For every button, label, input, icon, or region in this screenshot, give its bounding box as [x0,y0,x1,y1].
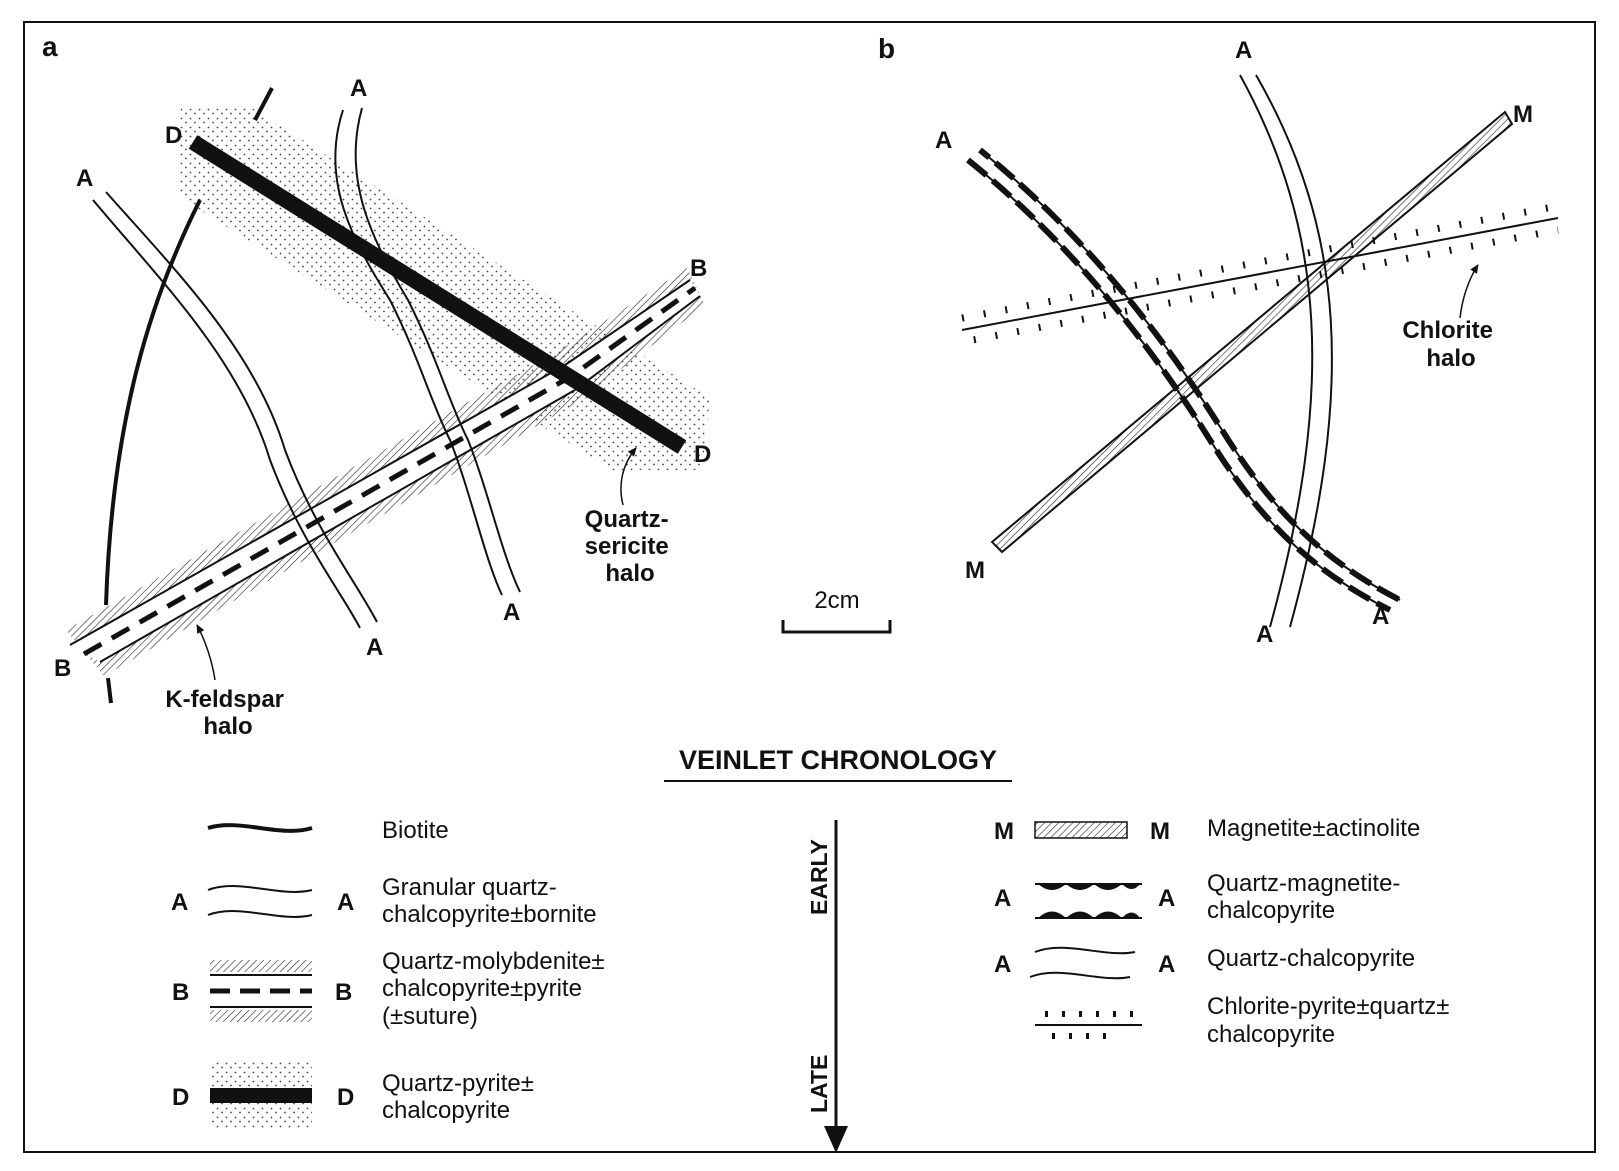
legend-symbol-b-hatch-bottom [210,1010,312,1022]
vein-chlorite-ticks-upper [961,202,1559,322]
legend-text-qc: Quartz-chalcopyrite [1207,945,1415,972]
vein-b-wall-lower [99,389,576,663]
panel-a-label: a [42,31,58,62]
legend-text-chl: Chlorite-pyrite±quartz± chalcopyrite [1207,993,1456,1048]
legend-symbol-d-vein [210,1088,312,1103]
legend-symbol-b-hatch-top [210,960,312,972]
legend-qmc-right-key: A [1158,885,1175,912]
vein-b-wall-upper-2 [564,279,691,366]
legend-text-biotite: Biotite [382,817,449,844]
vein-a-left-wall-1 [92,199,361,629]
chronology-arrow: EARLY LATE [806,820,848,1153]
label-a-bottom-mid: A [503,599,520,626]
legend-symbol-qc-2 [1029,971,1131,980]
legend-m-right-key: M [1150,818,1170,845]
label-b-left: B [54,655,71,682]
vein-chlorite [961,217,1559,331]
chlorite-leader [1459,264,1479,319]
figure-frame [23,21,1596,1153]
vein-chlorite-ticks-lower [961,226,1559,346]
vein-biotite-segment-top [253,87,274,121]
legend-symbol-a-2 [207,910,313,918]
label-a-top-left: A [76,165,93,192]
label-m-right: M [1513,101,1533,128]
legend-d-left-key: D [172,1084,189,1111]
label-b-right: B [690,255,707,282]
label-a-left: A [935,127,952,154]
label-d-top: D [165,122,182,149]
legend-qmc-left-key: A [994,885,1011,912]
vein-a-qc-wall-2 [1255,74,1333,628]
label-a-bottom-left: A [366,634,383,661]
vein-biotite-segment-bottom [106,677,113,704]
scale-bar-label: 2cm [814,587,859,614]
vein-a-left-wall-2 [105,191,378,623]
vein-a-mid-wall-2 [354,107,521,593]
k-feldspar-halo-label: K-feldspar halo [165,686,290,740]
label-d-bottom: D [694,441,711,468]
chronology-arrowhead [824,1126,848,1153]
vein-a-qmc-beads-1 [966,157,1392,613]
legend-m-left-key: M [994,818,1014,845]
vein-b-wall-upper [69,364,566,646]
scale-bar: 2cm [781,587,892,634]
legend-d-right-key: D [337,1084,354,1111]
legend-text-a: Granular quartz- chalcopyrite±bornite [382,874,597,928]
legend-title: VEINLET CHRONOLOGY [679,745,997,775]
vein-a-mid-wall-1 [334,109,503,596]
quartz-sericite-leader [620,447,637,506]
k-feldspar-leader [196,624,216,681]
legend-text-d: Quartz-pyrite± chalcopyrite [382,1070,541,1124]
vein-biotite [104,199,202,606]
vein-d [188,135,687,454]
legend-symbol-biotite [207,823,313,833]
vein-a-qc-wall-1 [1239,74,1314,628]
legend-b-right-key: B [335,979,352,1006]
panel-b-label: b [878,33,895,64]
label-m-left: M [965,557,985,584]
legend-b-left-key: B [172,979,189,1006]
legend-symbol-m [1034,821,1128,839]
vein-b-wall-lower-2 [574,295,701,391]
legend-qc-left-key: A [994,951,1011,978]
legend-symbol-qmc-beads-top [1038,884,1140,890]
panel-b: A A M M A A Chlorite halo [935,37,1559,648]
legend-text-qmc: Quartz-magnetite- chalcopyrite [1207,870,1407,924]
label-a-top: A [1235,37,1252,64]
legend-left: Biotite A A Granular quartz- chalcopyrit… [171,817,611,1128]
legend-symbol-qc-1 [1034,946,1136,955]
vein-m-body [990,110,1514,554]
quartz-sericite-halo-label: Quartz- sericite halo [585,506,676,587]
legend-text-b: Quartz-molybdenite± chalcopyrite±pyrite … [382,948,611,1030]
legend-symbol-a-1 [207,885,313,893]
label-a-bottom-b: A [1372,603,1389,630]
legend-right: M M Magnetite±actinolite A A Quartz-magn… [994,815,1456,1048]
arrow-early-label: EARLY [806,839,832,915]
arrow-late-label: LATE [806,1055,832,1113]
legend-symbol-qmc-beads-bottom [1038,911,1140,918]
legend-text-m: Magnetite±actinolite [1207,815,1420,842]
legend-a-left-key: A [171,889,188,916]
chlorite-halo-label: Chlorite halo [1402,317,1499,372]
scale-bar-line [781,620,892,634]
legend-qc-right-key: A [1158,951,1175,978]
label-a-bottom-a: A [1256,621,1273,648]
label-a-top-mid: A [350,75,367,102]
panel-a: D D A A A A B B K-feldspar halo Quartz- … [54,75,711,740]
vein-b-body [70,280,700,662]
vein-a-qmc-beads-2 [978,147,1402,603]
legend-a-right-key: A [337,889,354,916]
